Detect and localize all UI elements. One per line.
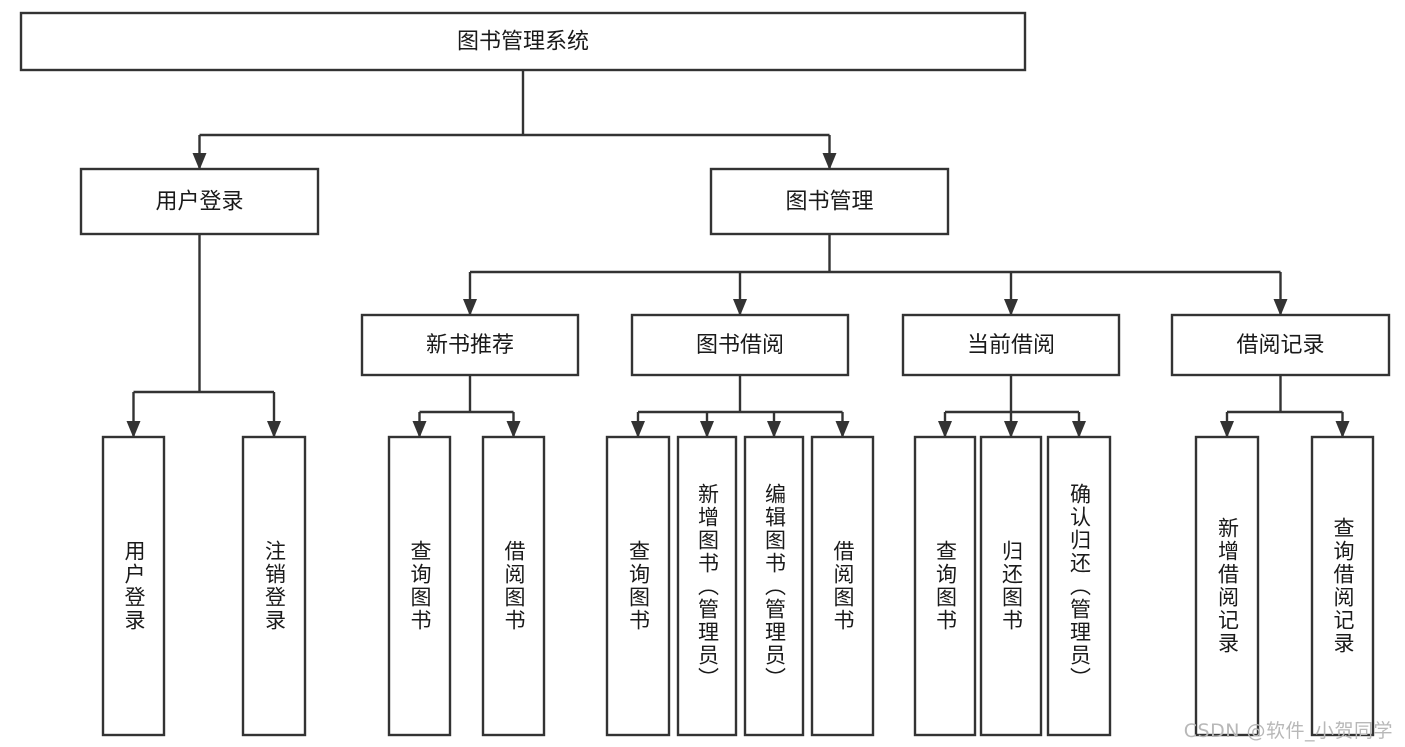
- node-label-l3-图书借阅: 图书借阅: [696, 333, 784, 358]
- node-box-leaf-借阅图书[interactable]: [481, 435, 546, 737]
- arrow-head-icon: [1004, 421, 1018, 438]
- node-box-leaf-归还图书[interactable]: [979, 435, 1043, 737]
- arrow-head-icon: [1220, 421, 1234, 438]
- node-box-leaf-查询图书[interactable]: [387, 435, 452, 737]
- node-label-l3-当前借阅: 当前借阅: [967, 333, 1055, 358]
- arrow-head-icon: [463, 299, 477, 316]
- node-box-l2-图书管理[interactable]: [709, 167, 950, 236]
- node-box-leaf-确认归还管理员[interactable]: [1046, 435, 1112, 737]
- arrow-head-icon: [1004, 299, 1018, 316]
- watermark-text: CSDN @软件_小贺同学: [1183, 720, 1393, 742]
- arrow-head-icon: [412, 421, 427, 438]
- arrow-head-icon: [192, 153, 207, 170]
- arrow-head-icon: [700, 421, 714, 438]
- node-label-l3-借阅记录: 借阅记录: [1236, 333, 1324, 358]
- arrow-head-icon: [126, 421, 141, 438]
- node-box-leaf-查询图书[interactable]: [605, 435, 671, 737]
- connectors-layer: [126, 70, 1350, 438]
- arrow-head-icon: [1273, 299, 1288, 316]
- node-box-l3-新书推荐[interactable]: [360, 313, 580, 377]
- arrow-head-icon: [1335, 421, 1350, 438]
- node-box-leaf-新增借阅记录[interactable]: [1194, 435, 1260, 737]
- node-box-l3-借阅记录[interactable]: [1170, 313, 1391, 377]
- arrow-head-icon: [835, 421, 850, 438]
- node-box-l3-图书借阅[interactable]: [630, 313, 850, 377]
- node-box-l3-当前借阅[interactable]: [901, 313, 1121, 377]
- node-box-root-图书管理系统[interactable]: [19, 11, 1027, 72]
- arrow-head-icon: [631, 421, 645, 438]
- node-label-l2-用户登录: 用户登录: [155, 190, 243, 215]
- node-label-l3-新书推荐: 新书推荐: [426, 333, 514, 358]
- node-box-leaf-新增图书管理员[interactable]: [676, 435, 738, 737]
- node-box-leaf-借阅图书[interactable]: [810, 435, 875, 737]
- node-box-leaf-查询借阅记录[interactable]: [1310, 435, 1375, 737]
- node-box-leaf-用户登录[interactable]: [101, 435, 166, 737]
- node-box-l2-用户登录[interactable]: [79, 167, 320, 236]
- node-label-root-图书管理系统: 图书管理系统: [457, 30, 589, 55]
- node-box-leaf-查询图书[interactable]: [913, 435, 977, 737]
- boxes-layer: [19, 11, 1391, 737]
- node-box-leaf-注销登录[interactable]: [241, 435, 307, 737]
- arrow-head-icon: [267, 421, 281, 438]
- node-box-leaf-编辑图书管理员[interactable]: [743, 435, 805, 737]
- arrow-head-icon: [733, 299, 747, 316]
- arrow-head-icon: [1072, 421, 1086, 438]
- arrow-head-icon: [938, 421, 952, 438]
- arrow-head-icon: [506, 421, 521, 438]
- arrow-head-icon: [767, 421, 781, 438]
- node-label-l2-图书管理: 图书管理: [785, 190, 873, 215]
- arrow-head-icon: [822, 153, 837, 170]
